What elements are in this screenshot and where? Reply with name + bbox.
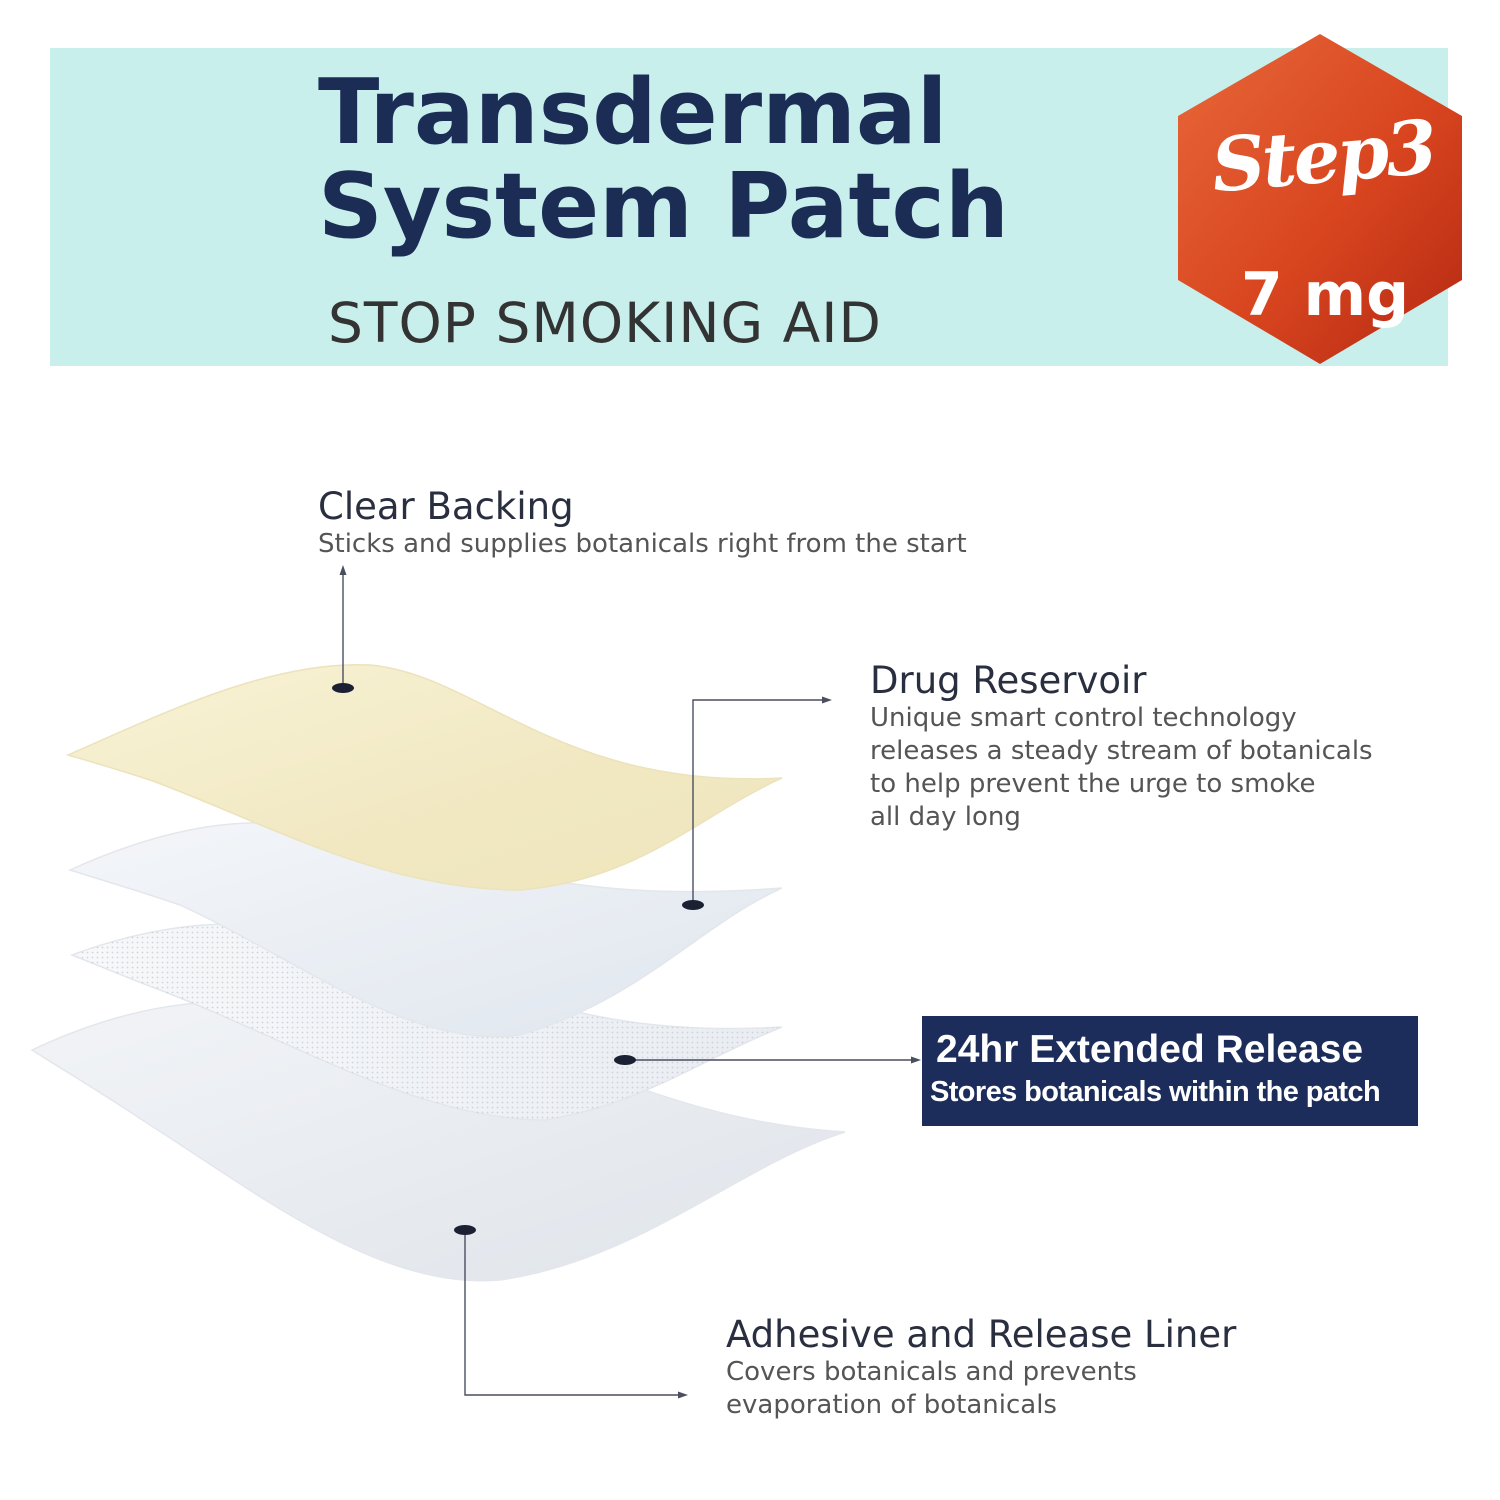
drug-reservoir-title: Drug Reservoir (870, 659, 1147, 702)
title-line-1: Transdermal (318, 60, 948, 165)
drug-reservoir-desc-line-4: all day long (870, 802, 1021, 832)
adhesive-liner-label: Adhesive and Release Liner Covers botani… (726, 1314, 1236, 1422)
extended-release-title: 24hr Extended Release (936, 1028, 1364, 1071)
clear-backing-label: Clear Backing Sticks and supplies botani… (318, 486, 967, 561)
page-title: Transdermal System Patch (318, 66, 1009, 254)
reservoir-marker (682, 900, 704, 910)
backing-marker (332, 683, 354, 693)
badge-dose-text: 7 mg (1240, 260, 1410, 330)
step-badge: Step3 7 mg (1170, 30, 1470, 370)
adhesive-liner-desc-line-2: evaporation of botanicals (726, 1390, 1057, 1420)
page-subtitle: STOP SMOKING AID (328, 291, 882, 355)
adhesive-liner-desc-line-1: Covers botanicals and prevents (726, 1357, 1137, 1387)
clear-backing-layer (65, 663, 783, 891)
extended-release-label: 24hr Extended Release Stores botanicals … (922, 1016, 1418, 1126)
hexagon-badge-icon (1178, 34, 1462, 364)
drug-reservoir-desc-line-2: releases a steady stream of botanicals (870, 736, 1373, 766)
drug-reservoir-label: Drug Reservoir Unique smart control tech… (870, 660, 1373, 834)
extended-release-desc: Stores botanicals within the patch (930, 1076, 1381, 1108)
adhesive-liner-title: Adhesive and Release Liner (726, 1313, 1237, 1356)
drug-reservoir-desc-line-1: Unique smart control technology (870, 703, 1297, 733)
clear-backing-title: Clear Backing (318, 485, 574, 528)
title-line-2: System Patch (318, 154, 1009, 259)
liner-marker (454, 1225, 476, 1235)
clear-backing-desc: Sticks and supplies botanicals right fro… (318, 529, 967, 559)
release-marker (614, 1055, 636, 1065)
drug-reservoir-desc-line-3: to help prevent the urge to smoke (870, 769, 1316, 799)
